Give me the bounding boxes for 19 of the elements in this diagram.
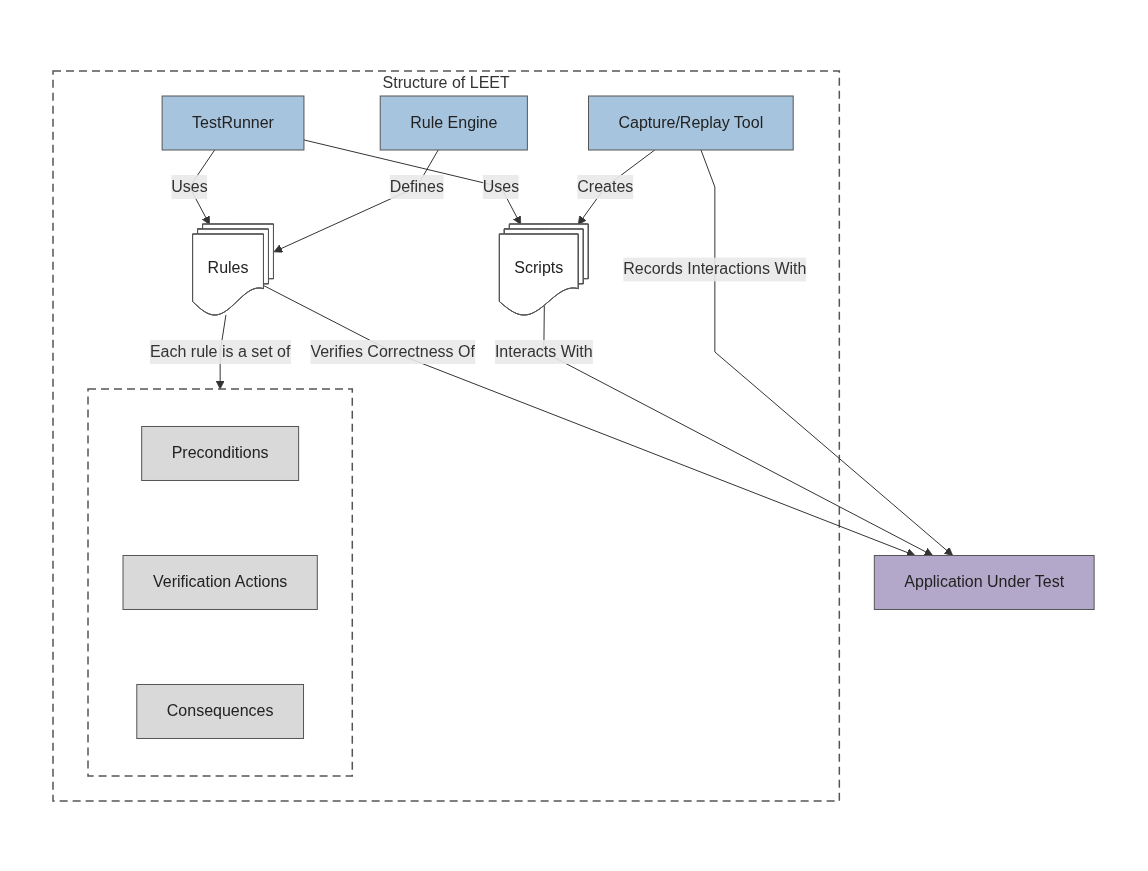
edge-label: Uses: [171, 177, 209, 195]
edge-label: Each rule is a set of: [150, 342, 291, 360]
arrow: [303, 138, 522, 225]
arrow: [700, 149, 954, 556]
edge-label: Records Interactions With: [623, 259, 807, 277]
arrow: [543, 305, 934, 556]
node-box: Consequences: [136, 683, 305, 739]
node-box: Verification Actions: [122, 554, 319, 610]
node-box: Capture/Replay Tool: [588, 95, 795, 150]
edge-label: Interacts With: [495, 342, 594, 360]
node-box: Preconditions: [141, 425, 300, 481]
node-box: TestRunner: [162, 95, 305, 150]
cluster: [87, 387, 354, 777]
edge-label: Defines: [390, 177, 445, 195]
edge-label: Verifies Correctness Of: [310, 342, 476, 360]
edge-label: Creates: [577, 177, 634, 195]
node-box: Application Under Test: [874, 554, 1096, 610]
node-box: Rule Engine: [380, 95, 529, 150]
edge-label: Uses: [483, 177, 520, 195]
